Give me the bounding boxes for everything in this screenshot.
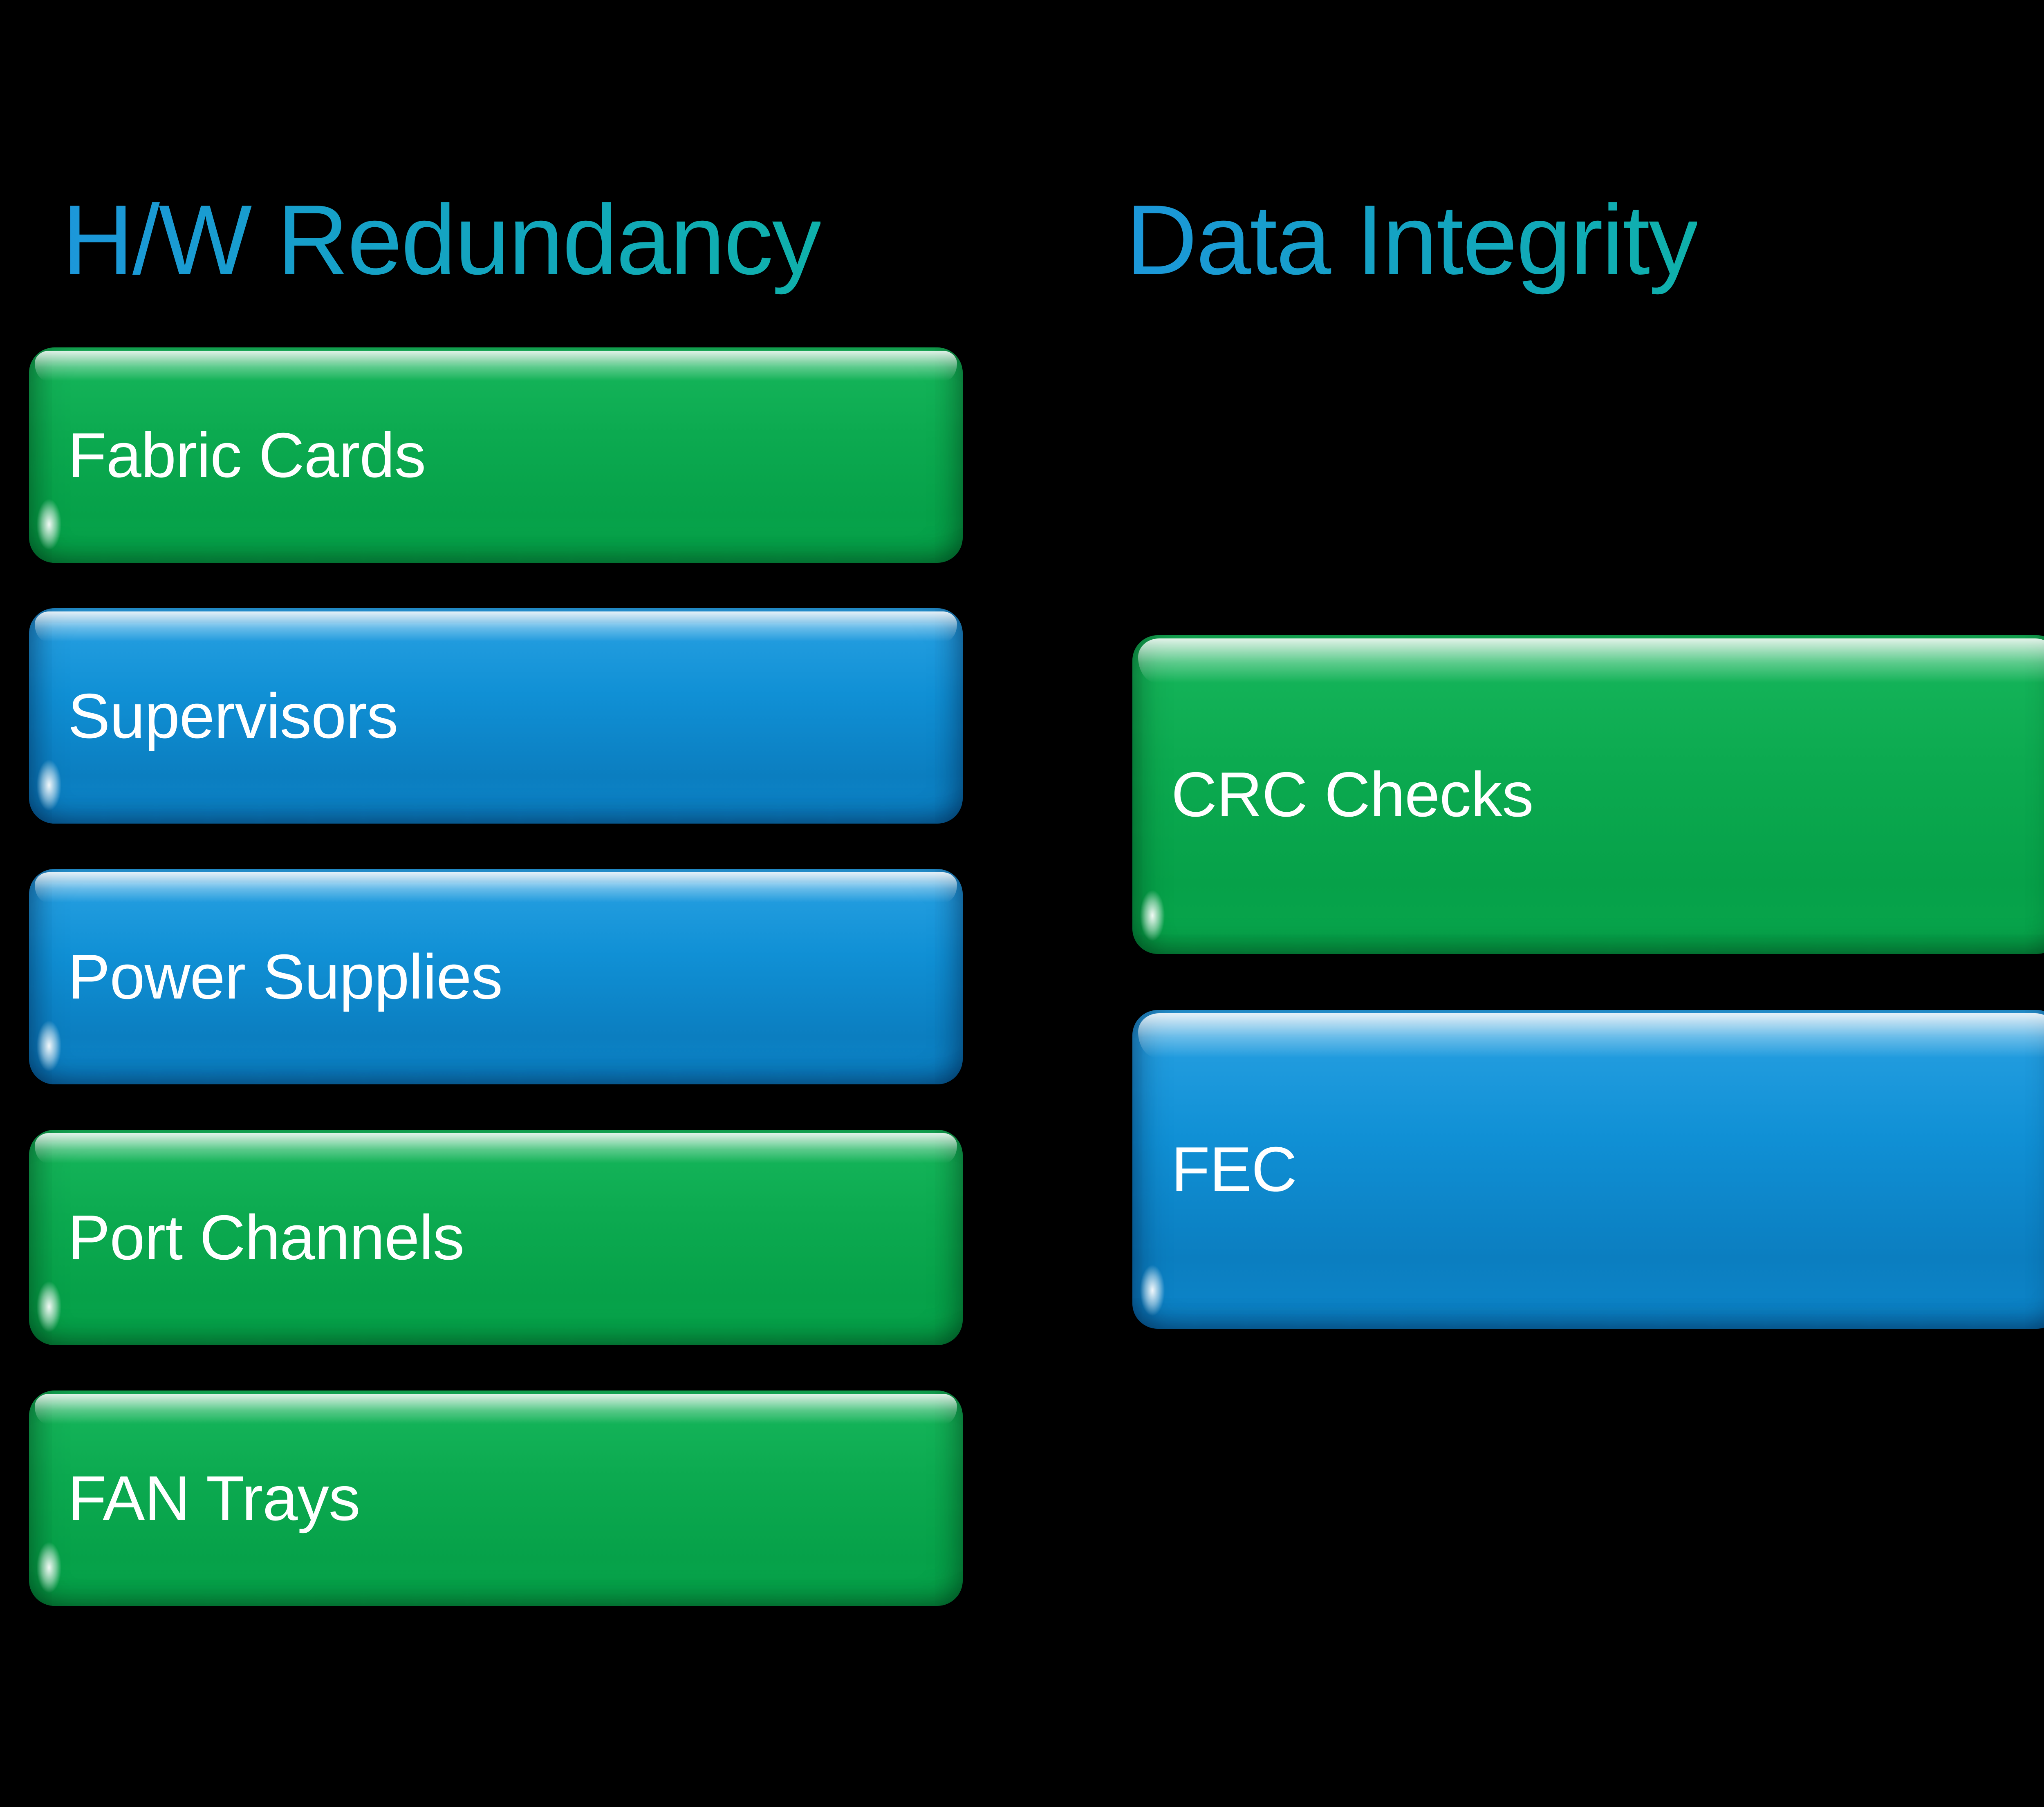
feature-box-port-channels: Port Channels [29,1130,963,1345]
feature-box-crc-checks: CRC Checks [1132,635,2044,954]
feature-box-label: FEC [1171,1134,1297,1205]
column-box-list: CRC Checks FEC [1132,635,2044,1329]
feature-box-label: Fabric Cards [68,419,426,490]
feature-box-label: Power Supplies [68,941,503,1012]
feature-box-label: FAN Trays [68,1462,360,1534]
feature-box-fec: FEC [1132,1010,2044,1329]
feature-box-label: CRC Checks [1171,759,1534,830]
feature-box-fan-trays: FAN Trays [29,1391,963,1606]
column-data-integrity: Data Integrity CRC Checks FEC [1126,0,2044,1807]
feature-box-fabric-cards: Fabric Cards [29,347,963,563]
feature-box-label: Supervisors [68,680,398,751]
column-hw-redundancy: H/W Redundancy Fabric Cards Supervisors … [29,0,963,1807]
feature-box-label: Port Channels [68,1202,464,1273]
column-title-data-integrity: Data Integrity [1126,183,1698,297]
feature-box-power-supplies: Power Supplies [29,869,963,1084]
feature-box-supervisors: Supervisors [29,608,963,824]
column-box-list: Fabric Cards Supervisors Power Supplies … [29,347,963,1606]
column-title-hw-redundancy: H/W Redundancy [62,183,822,297]
